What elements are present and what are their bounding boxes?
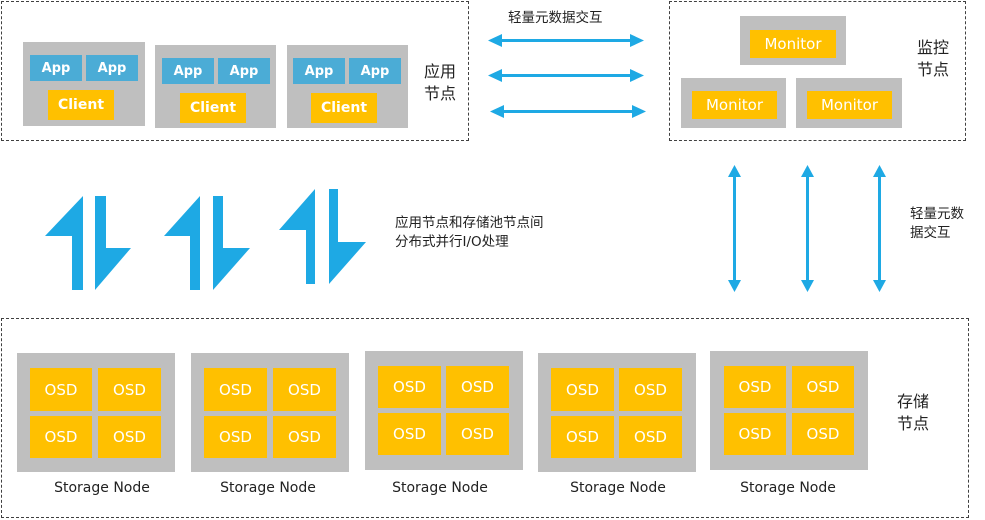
app-node: App App Client (155, 45, 276, 128)
osd-box: OSD (273, 368, 336, 411)
storage-node-label: Storage Node (570, 480, 666, 496)
vertical-double-arrow-icon (873, 165, 886, 292)
vertical-link-label-line1: 轻量元数 (910, 206, 964, 222)
osd-box: OSD (204, 416, 267, 458)
osd-box: OSD (30, 416, 92, 458)
osd-box: OSD (273, 416, 336, 458)
osd-box: OSD (724, 366, 786, 408)
osd-box: OSD (551, 368, 614, 411)
osd-box: OSD (446, 366, 509, 408)
app-section-label: 应用 节点 (424, 61, 456, 105)
app-section-label-line2: 节点 (424, 84, 457, 103)
storage-node: OSD OSD OSD OSD (17, 353, 175, 472)
storage-section-label-line2: 节点 (897, 414, 930, 433)
monitor-box: Monitor (692, 91, 777, 119)
bidirectional-io-arrow-icon (45, 196, 131, 290)
storage-node: OSD OSD OSD OSD (710, 351, 868, 470)
vertical-double-arrow-icon (728, 165, 741, 292)
osd-box: OSD (378, 366, 441, 408)
osd-box: OSD (204, 368, 267, 411)
app-node: App App Client (287, 45, 408, 128)
osd-box: OSD (724, 413, 786, 455)
client-box: Client (311, 93, 377, 123)
vertical-double-arrow-icon (801, 165, 814, 292)
storage-node: OSD OSD OSD OSD (191, 353, 349, 472)
osd-box: OSD (378, 413, 441, 455)
storage-node-group (1, 318, 969, 518)
osd-box: OSD (792, 366, 854, 408)
monitor-node-group (669, 1, 966, 141)
horizontal-double-arrow-icon (488, 69, 644, 82)
app-node-group (1, 1, 469, 141)
storage-section-label: 存储 节点 (897, 391, 929, 435)
monitor-node: Monitor (740, 16, 846, 65)
app-box: App (86, 55, 138, 81)
storage-node: OSD OSD OSD OSD (538, 353, 696, 472)
osd-box: OSD (98, 368, 161, 411)
osd-box: OSD (792, 413, 854, 455)
app-section-label-line1: 应用 (424, 62, 457, 81)
io-label: 应用节点和存储池节点间 分布式并行I/O处理 (395, 214, 544, 252)
app-box: App (349, 58, 401, 84)
vertical-link-label-line2: 据交互 (910, 225, 951, 241)
storage-node-label: Storage Node (54, 480, 150, 496)
storage-node-label: Storage Node (740, 480, 836, 496)
vertical-link-label: 轻量元数 据交互 (910, 205, 964, 243)
monitor-section-label-line2: 节点 (917, 60, 950, 79)
horizontal-link-label: 轻量元数据交互 (508, 10, 603, 26)
osd-box: OSD (446, 413, 509, 455)
storage-node-label: Storage Node (392, 480, 488, 496)
io-label-line2: 分布式并行I/O处理 (395, 234, 509, 250)
storage-section-label-line1: 存储 (897, 392, 930, 411)
client-box: Client (48, 90, 114, 120)
app-node: App App Client (23, 42, 145, 126)
horizontal-double-arrow-icon (490, 105, 646, 118)
app-box: App (293, 58, 345, 84)
bidirectional-io-arrow-icon (279, 189, 366, 284)
osd-box: OSD (551, 416, 614, 458)
bidirectional-io-arrow-icon (164, 196, 250, 290)
app-box: App (218, 58, 270, 84)
osd-box: OSD (98, 416, 161, 458)
client-box: Client (180, 93, 246, 123)
monitor-section-label-line1: 监控 (917, 38, 950, 57)
monitor-section-label: 监控 节点 (917, 37, 949, 81)
app-box: App (30, 55, 82, 81)
osd-box: OSD (619, 416, 682, 458)
app-box: App (162, 58, 214, 84)
osd-box: OSD (619, 368, 682, 411)
monitor-node: Monitor (681, 78, 786, 128)
monitor-node: Monitor (796, 78, 902, 128)
io-label-line1: 应用节点和存储池节点间 (395, 215, 544, 231)
monitor-box: Monitor (807, 91, 892, 119)
storage-node-label: Storage Node (220, 480, 316, 496)
horizontal-double-arrow-icon (488, 34, 644, 47)
monitor-box: Monitor (750, 30, 836, 58)
osd-box: OSD (30, 368, 92, 411)
storage-node: OSD OSD OSD OSD (365, 351, 523, 470)
